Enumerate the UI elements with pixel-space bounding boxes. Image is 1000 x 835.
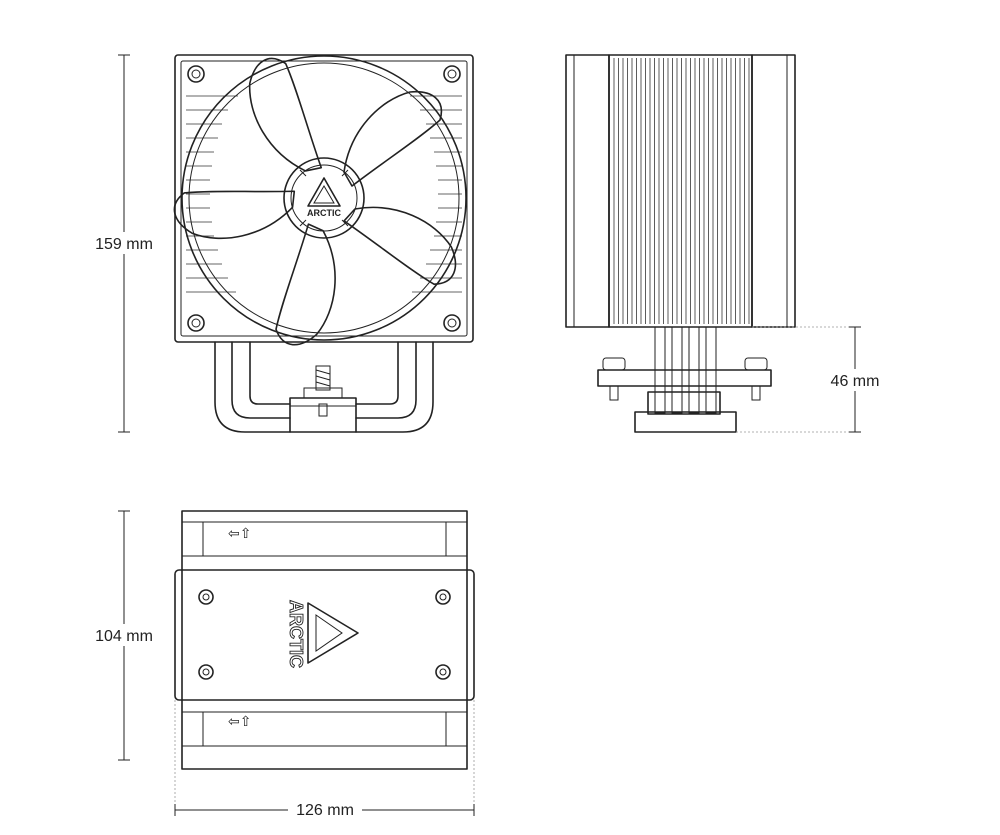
dimension-base-height-label: 46 mm	[831, 373, 880, 390]
front-heatpipes	[214, 341, 434, 433]
front-fan-screws	[187, 65, 461, 332]
top-logo-text: ARCTIC	[286, 600, 306, 668]
airflow-arrows-top: ⇦⇧	[228, 525, 251, 541]
front-fan: ARCTIC	[165, 52, 474, 354]
dimension-lines: 159 mm 46 mm 104 mm 126 mm	[84, 54, 890, 821]
top-logo-triangle-icon	[307, 602, 359, 664]
fan-blades	[165, 52, 463, 354]
side-mount	[597, 357, 772, 433]
dimension-height-label: 159 mm	[95, 236, 153, 253]
dimension-depth-label: 104 mm	[95, 628, 153, 645]
front-view: ARCTIC	[165, 52, 474, 433]
fan-logo-text: ARCTIC	[307, 208, 341, 218]
side-fins	[613, 58, 750, 324]
front-mount-block	[289, 365, 357, 433]
airflow-arrows-bottom: ⇦⇧	[228, 713, 251, 729]
top-view: ⇦⇧ ⇦⇧ ARCTIC	[174, 510, 475, 770]
side-view	[565, 54, 796, 433]
top-plate-screws	[198, 589, 451, 680]
dimension-width-label: 126 mm	[296, 802, 354, 819]
hub-logo-triangle-icon	[307, 177, 341, 207]
front-fin-slats	[186, 95, 462, 293]
